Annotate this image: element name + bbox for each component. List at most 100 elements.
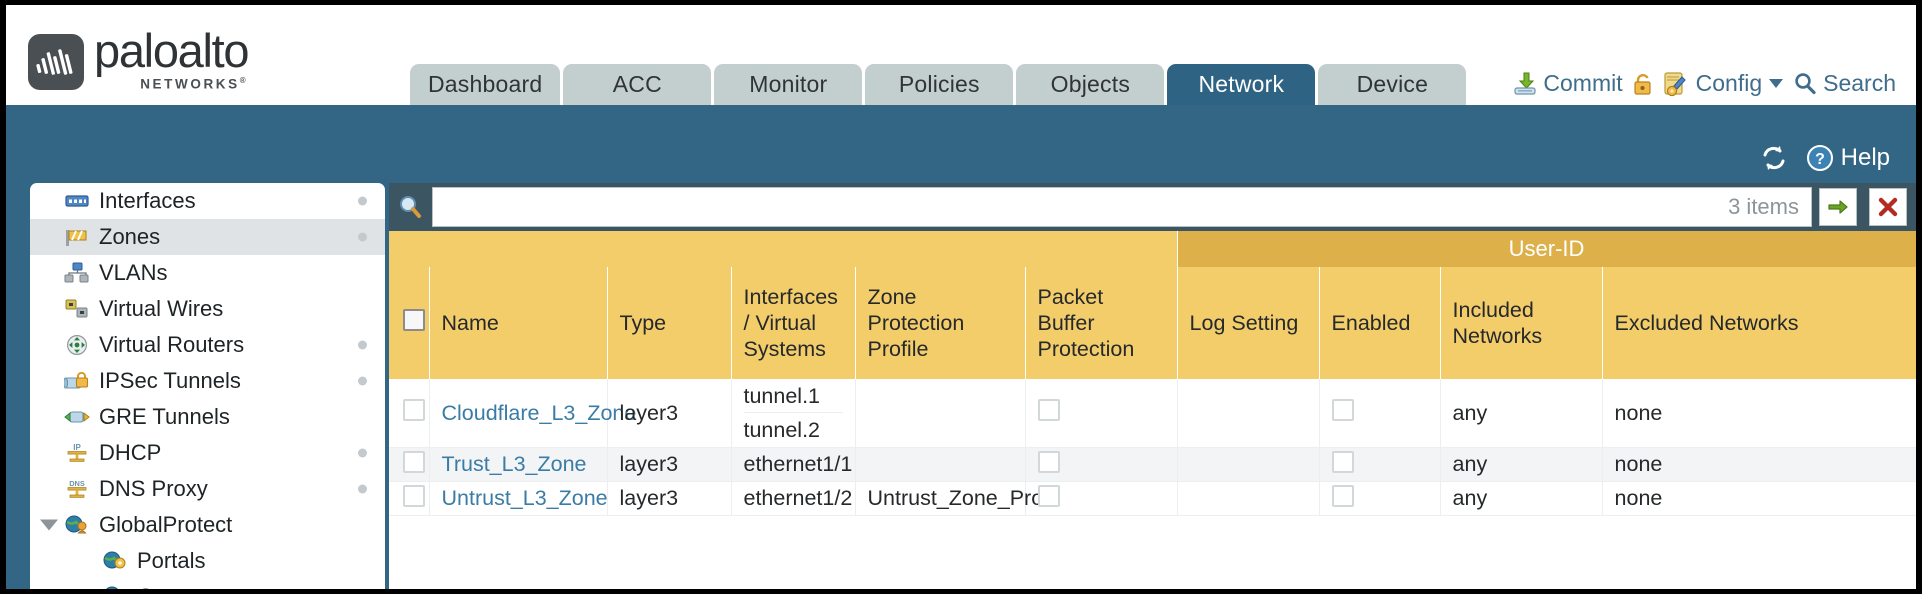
sidebar-item-gateways[interactable]: Gateways (30, 579, 385, 589)
table-row[interactable]: Untrust_L3_Zone layer3 ethernet1/2 Untru… (389, 481, 1916, 516)
cell-log-setting (1177, 447, 1320, 482)
chevron-down-icon[interactable] (40, 519, 58, 531)
packet-buffer-protection-checkbox[interactable] (1037, 450, 1060, 473)
sidebar-item-vlans[interactable]: VLANs (30, 255, 385, 291)
clear-filter-button[interactable] (1869, 188, 1907, 226)
chevron-down-icon[interactable] (1769, 79, 1784, 88)
svg-text:?: ? (1815, 151, 1825, 168)
row-checkbox[interactable] (403, 484, 425, 507)
cell-included-networks: any (1440, 481, 1603, 516)
refresh-button[interactable] (1759, 144, 1789, 172)
cell-userid-enabled[interactable] (1319, 447, 1441, 482)
search-button[interactable]: Search (1792, 70, 1896, 97)
column-header-zone-protection-profile[interactable]: Zone Protection Profile (855, 267, 1026, 379)
cell-packet-buffer-protection[interactable] (1025, 379, 1178, 448)
waveform-glyph (36, 48, 73, 75)
sidebar-item-globalprotect[interactable]: GlobalProtect (30, 507, 385, 543)
tab-label: Policies (898, 71, 980, 97)
tab-dashboard[interactable]: Dashboard (410, 64, 561, 105)
top-header: paloalto NETWORKS® Dashboard ACC Monitor… (6, 5, 1916, 105)
row-checkbox[interactable] (403, 450, 425, 473)
commit-button[interactable]: Commit (1512, 70, 1623, 97)
table-row[interactable]: Trust_L3_Zone layer3 ethernet1/1 any non… (389, 447, 1916, 482)
search-filter-icon (395, 192, 425, 222)
table-row[interactable]: Cloudflare_L3_Zone layer3 tunnel.1 tunne… (389, 379, 1916, 448)
row-checkbox[interactable] (403, 399, 425, 421)
status-dot (358, 232, 367, 242)
dhcp-icon: IP (64, 442, 90, 464)
search-icon (1795, 72, 1816, 94)
cell-userid-enabled[interactable] (1319, 379, 1441, 448)
sidebar-item-zones[interactable]: Zones (30, 219, 385, 255)
sidebar-item-dhcp[interactable]: IP DHCP (30, 435, 385, 471)
green-arrow-icon (1828, 200, 1848, 214)
column-header-packet-buffer-protection[interactable]: Packet Buffer Protection (1025, 267, 1178, 379)
sidebar-item-virtual-routers[interactable]: Virtual Routers (30, 327, 385, 363)
sidebar-item-virtual-wires[interactable]: Virtual Wires (30, 291, 385, 327)
cell-zone-protection-profile (855, 379, 1026, 448)
tab-policies[interactable]: Policies (865, 64, 1014, 105)
sidebar-item-ipsec-tunnels[interactable]: IPSec Tunnels (30, 363, 385, 399)
status-dot (358, 484, 367, 494)
tab-label: Network (1198, 71, 1285, 97)
column-header-enabled[interactable]: Enabled (1319, 267, 1441, 379)
sidebar-item-dns-proxy[interactable]: DNS DNS Proxy (30, 471, 385, 507)
column-header-log-setting[interactable]: Log Setting (1177, 267, 1320, 379)
column-header-name[interactable]: Name (429, 267, 608, 379)
group-header-userid: User-ID (1177, 231, 1916, 267)
tab-label: Device (1356, 71, 1429, 97)
sidebar-item-gre-tunnels[interactable]: GRE Tunnels (30, 399, 385, 435)
search-input[interactable]: 3 items (432, 187, 1812, 227)
row-select-cell[interactable] (389, 379, 430, 448)
row-select-cell[interactable] (389, 447, 430, 482)
red-x-icon (1878, 197, 1898, 217)
cell-userid-enabled[interactable] (1319, 481, 1441, 516)
zones-table-wrapper: User-ID Name Type Interfaces / Virtual S… (389, 231, 1916, 589)
help-icon: ? (1806, 145, 1833, 171)
select-all-header[interactable] (389, 267, 430, 379)
packet-buffer-protection-checkbox[interactable] (1037, 399, 1060, 421)
tab-acc[interactable]: ACC (563, 64, 712, 105)
brand-logo: paloalto NETWORKS® (28, 25, 250, 92)
cell-name[interactable]: Cloudflare_L3_Zone (429, 379, 636, 448)
filter-bar: 3 items (389, 183, 1916, 231)
tab-monitor[interactable]: Monitor (714, 64, 863, 105)
packet-buffer-protection-checkbox[interactable] (1037, 484, 1060, 507)
lock-button[interactable] (1632, 71, 1654, 97)
config-icon (1664, 71, 1686, 96)
userid-enabled-checkbox[interactable] (1331, 399, 1354, 421)
select-all-checkbox[interactable] (403, 308, 425, 331)
column-header-excluded-networks[interactable]: Excluded Networks (1602, 267, 1916, 379)
column-header-interfaces-virtual-systems[interactable]: Interfaces / Virtual Systems (731, 267, 856, 379)
config-label: Config (1695, 70, 1763, 96)
sidebar-item-label: GlobalProtect (99, 512, 233, 537)
userid-enabled-checkbox[interactable] (1331, 484, 1354, 507)
sidebar-item-portals[interactable]: Portals (30, 543, 385, 579)
zone-link[interactable]: Cloudflare_L3_Zone (441, 400, 637, 425)
cell-name[interactable]: Trust_L3_Zone (429, 447, 608, 482)
zone-link[interactable]: Trust_L3_Zone (441, 452, 587, 476)
cell-included-networks: any (1440, 379, 1603, 448)
config-button[interactable]: Config (1663, 70, 1784, 97)
tab-objects[interactable]: Objects (1016, 64, 1165, 105)
cell-packet-buffer-protection[interactable] (1025, 447, 1178, 482)
column-header-type[interactable]: Type (607, 267, 732, 379)
row-select-cell[interactable] (389, 481, 430, 516)
svg-text:DNS: DNS (69, 479, 85, 488)
commit-icon (1514, 72, 1537, 95)
cell-excluded-networks: none (1602, 379, 1916, 448)
tab-device[interactable]: Device (1318, 64, 1467, 105)
cell-packet-buffer-protection[interactable] (1025, 481, 1178, 516)
network-sidebar: Interfaces Zones VLANs Virtual Wires (30, 183, 385, 589)
tab-network[interactable]: Network (1167, 64, 1316, 105)
item-count: 3 items (1728, 194, 1799, 219)
sidebar-item-interfaces[interactable]: Interfaces (30, 183, 385, 219)
column-header-included-networks[interactable]: Included Networks (1440, 267, 1603, 379)
zone-link[interactable]: Untrust_L3_Zone (441, 486, 608, 510)
userid-enabled-checkbox[interactable] (1331, 450, 1354, 473)
apply-filter-button[interactable] (1819, 188, 1857, 226)
paloalto-mark-icon (28, 33, 84, 90)
help-button[interactable]: ? Help (1805, 143, 1890, 173)
zones-table: User-ID Name Type Interfaces / Virtual S… (389, 231, 1916, 589)
cell-name[interactable]: Untrust_L3_Zone (429, 481, 608, 516)
